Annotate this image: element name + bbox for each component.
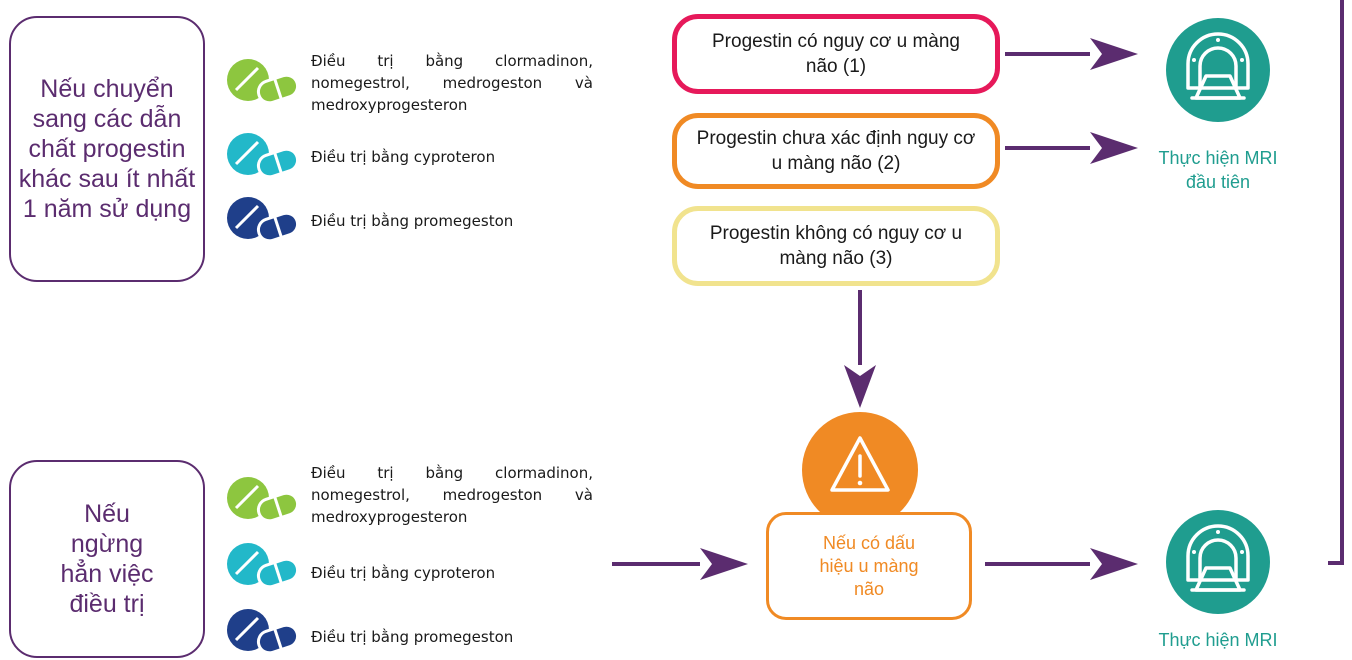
mri-first-label: Thực hiện MRI đầu tiên: [1158, 148, 1278, 192]
arrow-right-icon: [700, 548, 748, 580]
pill-icon: [227, 197, 300, 243]
progestin-unknown-text: Progestin chưa xác định nguy cơ u màng n…: [696, 128, 976, 174]
warning-icon: [802, 412, 918, 528]
mri-repeat-label: Thực hiện MRI: [1158, 630, 1278, 650]
progestin-risk-box: Progestin có nguy cơ u màng não (1): [672, 14, 1000, 94]
mri-scanner-icon: [1166, 18, 1270, 122]
progestin-norisk-text: Progestin không có nguy cơ u màng não (3…: [709, 223, 963, 269]
pill-icon: [227, 477, 300, 523]
treatment-group3-text: Điều trị bằng promegeston: [311, 212, 514, 230]
pill-icon: [227, 543, 300, 589]
arrow-right-icon: [1090, 548, 1138, 580]
stop-condition-box: Nếu ngừng hẳn việc điều trị: [9, 460, 205, 658]
connector-line: [1328, 0, 1344, 565]
treatment-group1-text: Điều trị bằng clormadinon, nomegestrol, …: [311, 464, 593, 526]
arrow-right-icon: [1090, 38, 1138, 70]
mri-scanner-icon: [1166, 510, 1270, 614]
warning-condition-box: Nếu có dấu hiệu u màng não: [766, 512, 972, 620]
pill-icon: [227, 133, 300, 179]
progestin-unknown-box: Progestin chưa xác định nguy cơ u màng n…: [672, 113, 1000, 189]
treatment-group3-text: Điều trị bằng promegeston: [311, 628, 514, 646]
arrow-right-icon: [1090, 132, 1138, 164]
switch-condition-box: Nếu chuyển sang các dẫn chất progestin k…: [9, 16, 205, 282]
pill-icon: [227, 609, 300, 655]
stop-condition-text: Nếu ngừng hẳn việc điều trị: [60, 500, 154, 618]
switch-condition-text: Nếu chuyển sang các dẫn chất progestin k…: [18, 75, 196, 223]
treatment-group1-text: Điều trị bằng clormadinon, nomegestrol, …: [311, 52, 593, 114]
warning-condition-text: Nếu có dấu hiệu u màng não: [819, 532, 919, 599]
treatment-group2-text: Điều trị bằng cyproteron: [311, 148, 496, 166]
pill-icon: [227, 59, 300, 105]
progestin-norisk-box: Progestin không có nguy cơ u màng não (3…: [672, 206, 1000, 286]
progestin-risk-text: Progestin có nguy cơ u màng não (1): [712, 31, 960, 77]
arrow-down-icon: [844, 365, 876, 408]
treatment-group2-text: Điều trị bằng cyproteron: [311, 564, 496, 582]
